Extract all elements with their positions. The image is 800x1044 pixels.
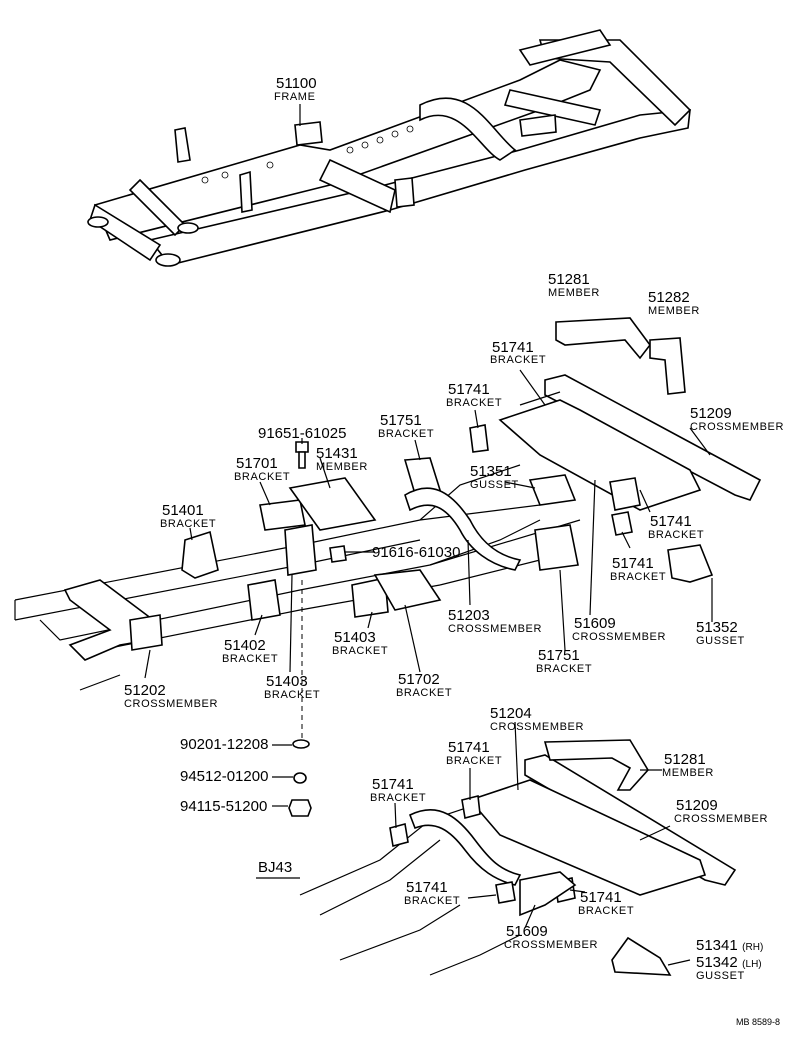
part-name-bracket-g: BRACKET	[610, 571, 667, 583]
part-name-crossmember-f: CROSSMEMBER	[674, 813, 768, 825]
part-number-51751-a: 51751	[380, 412, 422, 429]
part-name-bracket-j: BRACKET	[536, 663, 593, 675]
part-number-94115-51200: 94115-51200	[180, 798, 268, 815]
part-number-51341-row: 51341 (RH)	[696, 938, 763, 954]
part-number-51741-g: 51741	[406, 879, 448, 896]
part-name-crossmember-b: CROSSMEMBER	[448, 623, 542, 635]
part-number-51701: 51701	[236, 455, 278, 472]
part-name-bracket-f: BRACKET	[648, 529, 705, 541]
part-number-51741-h: 51741	[580, 889, 622, 906]
part-name-crossmember-a: CROSSMEMBER	[690, 421, 784, 433]
part-number-51431: 51431	[316, 445, 358, 462]
part-number-51609-b: 51609	[506, 923, 548, 940]
part-number-51403-b: 51403	[266, 673, 308, 690]
part-number-90201-12208: 90201-12208	[180, 736, 269, 753]
part-name-gusset-c: GUSSET	[696, 970, 745, 982]
bj43-view-drawing	[256, 721, 737, 976]
part-number-51282: 51282	[648, 289, 690, 306]
part-number-51203: 51203	[448, 607, 490, 624]
part-name-bracket-l: BRACKET	[396, 687, 453, 699]
part-name-bracket-p: BRACKET	[578, 905, 635, 917]
model-label: BJ43	[258, 859, 293, 876]
part-number-51741-e: 51741	[448, 739, 490, 756]
part-number-51741-f: 51741	[372, 776, 414, 793]
part-name-member-b: MEMBER	[648, 305, 700, 317]
part-number-51741-d: 51741	[612, 555, 654, 572]
part-name-bracket-a: BRACKET	[490, 354, 547, 366]
part-number-51609-a: 51609	[574, 615, 616, 632]
part-number-51342: 51342	[696, 954, 738, 971]
part-name-bracket-k: BRACKET	[264, 689, 321, 701]
part-number-51281-a: 51281	[548, 271, 590, 288]
part-number-51341: 51341	[696, 937, 738, 954]
part-number-91651-61025: 91651-61025	[258, 425, 347, 442]
part-side-rh: (RH)	[742, 942, 764, 953]
part-number-51100: 51100	[276, 75, 317, 92]
part-number-51741-a: 51741	[492, 339, 534, 356]
part-name-gusset-a: GUSSET	[470, 479, 519, 491]
part-number-94512-01200: 94512-01200	[180, 768, 269, 785]
part-name-bracket-n: BRACKET	[370, 792, 427, 804]
part-name-crossmember-g: CROSSMEMBER	[504, 939, 598, 951]
part-name-bracket-c: BRACKET	[378, 428, 435, 440]
part-name-crossmember-c: CROSSMEMBER	[572, 631, 666, 643]
part-number-51401: 51401	[162, 502, 204, 519]
part-number-51209-a: 51209	[690, 405, 732, 422]
part-name-bracket-h: BRACKET	[222, 653, 279, 665]
part-name-bracket-m: BRACKET	[446, 755, 503, 767]
part-number-51702: 51702	[398, 671, 440, 688]
part-number-51403-a: 51403	[334, 629, 376, 646]
part-number-51342-row: 51342 (LH)	[696, 955, 762, 971]
frame-assembly-drawing	[87, 29, 692, 267]
part-name-bracket-e: BRACKET	[160, 518, 217, 530]
part-name-bracket-o: BRACKET	[404, 895, 461, 907]
part-name-crossmember-e: CROSSMEMBER	[490, 721, 584, 733]
part-name-bracket-d: BRACKET	[234, 471, 291, 483]
part-side-lh: (LH)	[742, 959, 762, 970]
part-name-member-d: MEMBER	[662, 767, 714, 779]
part-number-51352: 51352	[696, 619, 738, 636]
part-name-crossmember-d: CROSSMEMBER	[124, 698, 218, 710]
part-number-51281-b: 51281	[664, 751, 706, 768]
part-name-bracket-b: BRACKET	[446, 397, 503, 409]
part-number-91616-61030: 91616-61030	[372, 544, 461, 561]
part-number-51351: 51351	[470, 463, 512, 480]
part-number-51402: 51402	[224, 637, 266, 654]
part-name-member-c: MEMBER	[316, 461, 368, 473]
reference-code: MB 8589-8	[736, 1017, 781, 1027]
part-name-gusset-b: GUSSET	[696, 635, 745, 647]
part-name-member-a: MEMBER	[548, 287, 600, 299]
part-number-51202: 51202	[124, 682, 166, 699]
part-number-51209-b: 51209	[676, 797, 718, 814]
hardware-drawing	[272, 739, 312, 817]
part-number-51741-b: 51741	[448, 381, 490, 398]
part-name-frame: FRAME	[274, 91, 316, 103]
part-number-51204: 51204	[490, 705, 532, 722]
exploded-view-drawing	[14, 317, 762, 738]
part-number-51751-b: 51751	[538, 647, 580, 664]
part-name-bracket-i: BRACKET	[332, 645, 389, 657]
part-number-51741-c: 51741	[650, 513, 692, 530]
